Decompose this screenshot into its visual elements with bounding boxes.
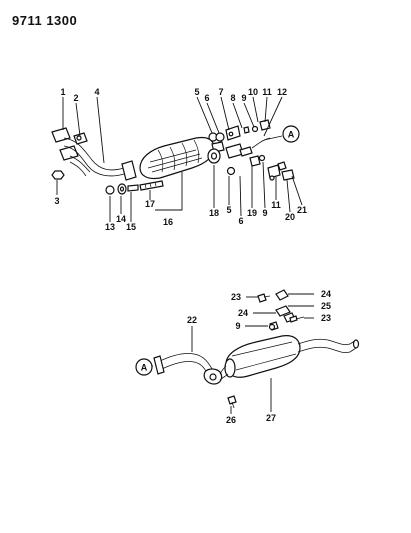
callout-9-lower: 9 <box>235 321 240 331</box>
front-pipe <box>51 127 137 181</box>
callout-23-left: 23 <box>231 292 241 302</box>
callout-19: 19 <box>247 208 257 218</box>
callout-26: 26 <box>226 415 236 425</box>
hardware-13-15 <box>105 183 139 195</box>
callout-4: 4 <box>94 87 99 97</box>
callout-1: 1 <box>60 87 65 97</box>
callout-11-lower: 11 <box>271 200 281 210</box>
callout-24-right: 24 <box>321 289 331 299</box>
callout-7: 7 <box>218 87 223 97</box>
center-pipe <box>153 353 223 385</box>
callout-15: 15 <box>126 222 136 232</box>
callout-10: 10 <box>248 87 258 97</box>
bracket-group <box>225 119 271 159</box>
callout-18: 18 <box>209 208 219 218</box>
connector-a-lower: A <box>135 358 153 376</box>
callout-21: 21 <box>297 205 307 215</box>
connector-a-upper: A <box>263 125 300 143</box>
callout-24-left: 24 <box>238 308 248 318</box>
bolt-17 <box>139 180 164 191</box>
callout-11-upper: 11 <box>262 87 272 97</box>
callout-22: 22 <box>187 315 197 325</box>
svg-text:A: A <box>288 130 295 140</box>
callout-16: 16 <box>163 217 173 227</box>
callout-6-upper: 6 <box>204 93 209 103</box>
callout-9-upper: 9 <box>241 93 246 103</box>
callout-27: 27 <box>266 413 276 423</box>
lower-leaders <box>191 293 314 414</box>
upper-leaders <box>56 96 303 222</box>
callout-20: 20 <box>285 212 295 222</box>
nut-3 <box>51 170 65 180</box>
main-muffler <box>219 335 360 381</box>
callout-25: 25 <box>321 301 331 311</box>
hanger-group <box>249 154 295 181</box>
callout-9-mid: 9 <box>262 208 267 218</box>
callout-3: 3 <box>54 196 59 206</box>
gasket-group-upper <box>207 132 236 176</box>
callout-5-lower: 5 <box>226 205 231 215</box>
callout-23-right: 23 <box>321 313 331 323</box>
callout-8: 8 <box>230 93 235 103</box>
callout-2: 2 <box>73 93 78 103</box>
callout-17: 17 <box>145 199 155 209</box>
svg-text:A: A <box>141 363 148 373</box>
catalytic-converter <box>139 136 225 180</box>
bolt-26 <box>227 395 237 409</box>
callout-14: 14 <box>116 214 126 224</box>
callout-6-lower: 6 <box>238 216 243 226</box>
diagram-code: 9711 1300 <box>12 13 78 28</box>
lower-hangers <box>257 289 305 331</box>
callout-5-upper: 5 <box>194 87 199 97</box>
callout-12: 12 <box>277 87 287 97</box>
callout-13: 13 <box>105 222 115 232</box>
